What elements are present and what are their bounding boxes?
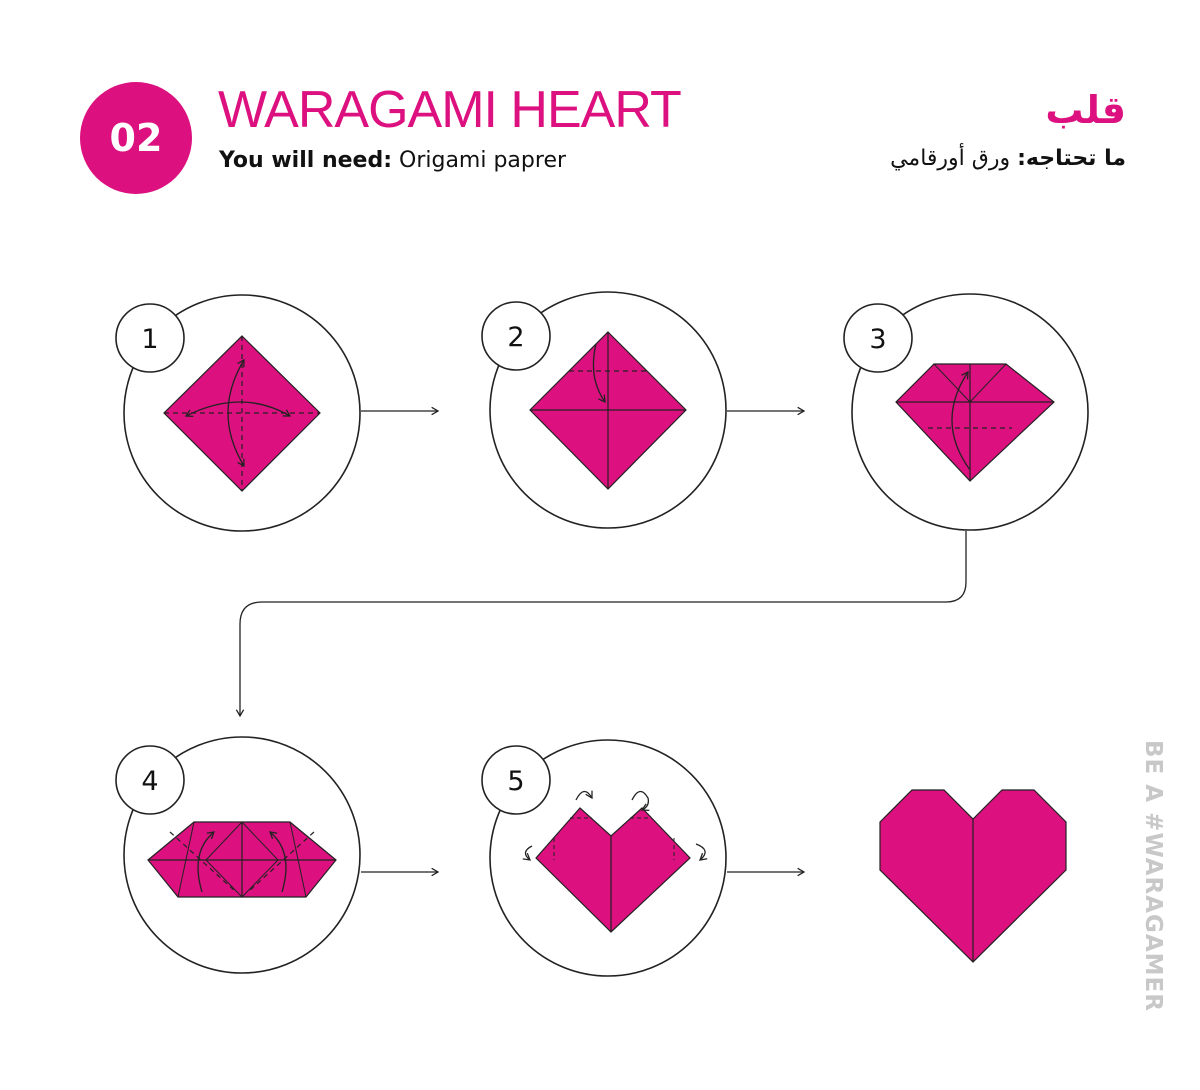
step-4-fold-arrow-right: [269, 831, 287, 893]
finished-heart: [879, 789, 1067, 963]
step-3-crease-diagonal-left: [933, 363, 971, 403]
step-3-crease-diagonal-right: [969, 363, 1007, 403]
step-4-fold-line-left: [169, 831, 237, 893]
step-1: 1: [115, 294, 361, 532]
step-1-number-circle: [115, 303, 185, 373]
step-3-paper: [895, 363, 1055, 482]
page-title-arabic: قلب: [1045, 88, 1126, 132]
step-5-fold-arrow-top-left: [575, 790, 593, 801]
step-4-crease-left: [177, 821, 195, 898]
step-badge: 02: [80, 82, 192, 194]
materials-value-arabic: ورق أورقامي: [890, 146, 1011, 171]
step-5-fold-arrow-top-right: [631, 790, 650, 812]
step-5-fold-arrow-left: [522, 845, 533, 861]
materials-line: You will need: Origami paprer: [219, 148, 566, 173]
materials-label-arabic: ما تحتاجه:: [1017, 146, 1126, 171]
step-5-number: 5: [507, 766, 524, 797]
step-4: 4: [115, 736, 361, 974]
step-4-number-circle: [115, 745, 185, 815]
step-2: 2: [481, 291, 727, 529]
flow-arrows: [235, 406, 967, 877]
step-5: 5: [481, 739, 727, 977]
materials-label: You will need:: [219, 148, 393, 173]
step-3: 3: [843, 293, 1089, 531]
materials-value: Origami paprer: [399, 148, 567, 173]
page-title: WARAGAMI HEART: [218, 81, 682, 139]
step-4-number: 4: [141, 766, 158, 797]
step-4-crease-right: [289, 821, 307, 898]
step-4-fold-arrow-left: [197, 831, 215, 893]
step-1-number: 1: [141, 324, 158, 355]
badge-number: 02: [109, 116, 163, 160]
step-3-number: 3: [869, 324, 886, 355]
materials-line-arabic: ما تحتاجه: ورق أورقامي: [890, 146, 1126, 171]
step-4-fold-line-right: [247, 831, 315, 893]
step-3-fold-arrow: [951, 370, 971, 471]
step-2-fold-arrow: [592, 343, 606, 404]
step-4-crease-diamond: [205, 821, 279, 898]
arrow-step-3-to-4: [235, 531, 967, 718]
step-5-fold-arrow-right: [695, 843, 708, 861]
step-2-number: 2: [507, 322, 524, 353]
step-1-fold-arrow-vertical: [227, 358, 245, 468]
step-3-number-circle: [843, 303, 913, 373]
step-2-number-circle: [481, 301, 551, 371]
step-5-number-circle: [481, 745, 551, 815]
